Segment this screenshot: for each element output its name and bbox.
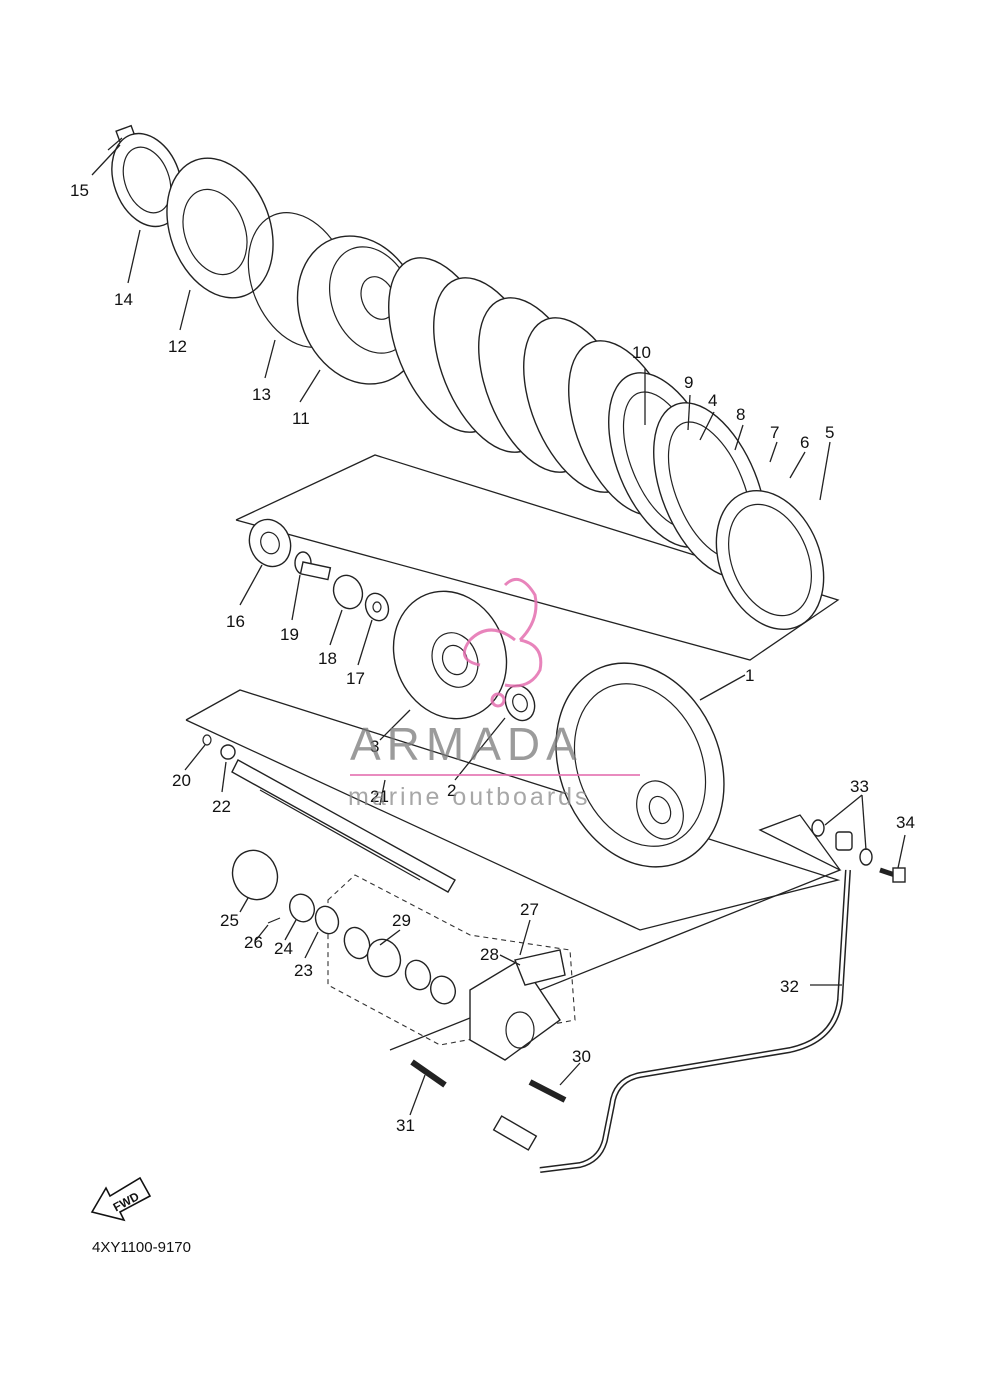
watermark-brand: ARMADA — [350, 718, 583, 770]
part-piston-kit-29 — [343, 926, 457, 1005]
callout-20: 20 — [172, 771, 191, 790]
upper-assembly-outline — [235, 454, 840, 661]
callout-32: 32 — [780, 977, 799, 996]
part-hose-end-fitting — [492, 1115, 538, 1151]
diagram-code: 4XY1100-9170 — [92, 1239, 191, 1256]
part-bracket-28 — [514, 949, 566, 986]
part-bearing-25 — [231, 849, 279, 901]
part-bearing-16 — [248, 518, 292, 568]
callout-5: 5 — [825, 423, 834, 442]
part-ball-22 — [220, 744, 236, 760]
part-plate-14 — [111, 132, 183, 228]
part-pusher-19 — [294, 551, 332, 581]
callout-24: 24 — [274, 939, 293, 958]
callout-19: 19 — [280, 625, 299, 644]
callout-14: 14 — [114, 290, 133, 309]
callout-12: 12 — [168, 337, 187, 356]
callout-2: 2 — [447, 781, 456, 800]
brand-logo-icon — [462, 577, 543, 708]
clutch-plate-stack — [388, 257, 825, 631]
callout-6: 6 — [800, 433, 809, 452]
part-bolt-31 — [410, 1059, 447, 1088]
part-washer-23 — [314, 905, 340, 935]
part-hose-32-core — [539, 869, 850, 1172]
callout-10: 10 — [632, 343, 651, 362]
callout-13: 13 — [252, 385, 271, 404]
callout-16: 16 — [226, 612, 245, 631]
callout-8: 8 — [736, 405, 745, 424]
callout-17: 17 — [346, 669, 365, 688]
fwd-arrow: FWD — [90, 1176, 152, 1222]
callout-33: 33 — [850, 777, 869, 796]
callout-34: 34 — [896, 813, 915, 832]
part-plate-12 — [166, 157, 274, 299]
part-release-cylinder-27 — [469, 959, 561, 1061]
part-gear-1 — [555, 662, 725, 868]
callout-22: 22 — [212, 797, 231, 816]
lower-assembly-outline — [185, 689, 841, 931]
callout-1: 1 — [745, 666, 754, 685]
part-circlip-20 — [202, 734, 212, 746]
leader-lines — [91, 144, 906, 1116]
callout-31: 31 — [396, 1116, 415, 1135]
callout-7: 7 — [770, 423, 779, 442]
callout-28: 28 — [480, 945, 499, 964]
part-bolt-30 — [528, 1079, 567, 1103]
part-bolt-34 — [879, 867, 906, 883]
callout-15: 15 — [70, 181, 89, 200]
callout-25: 25 — [220, 911, 239, 930]
parts-drawing — [107, 124, 906, 1173]
part-nut-18 — [332, 574, 364, 610]
part-boss-3 — [392, 590, 508, 720]
callout-27: 27 — [520, 900, 539, 919]
callout-3: 3 — [370, 737, 379, 756]
callout-4: 4 — [708, 391, 717, 410]
callout-9: 9 — [684, 373, 693, 392]
part-housing-11 — [296, 235, 424, 385]
callout-30: 30 — [572, 1047, 591, 1066]
callout-26: 26 — [244, 933, 263, 952]
part-push-rod-21 — [231, 759, 456, 893]
callout-21: 21 — [370, 787, 389, 806]
callout-18: 18 — [318, 649, 337, 668]
part-washer-17 — [364, 592, 390, 622]
callout-29: 29 — [392, 911, 411, 930]
part-pin-26 — [267, 917, 281, 924]
part-seal-24 — [288, 893, 316, 923]
watermark: ARMADA marine outboards — [348, 577, 640, 811]
callout-11: 11 — [292, 409, 310, 428]
part-union-33 — [811, 819, 873, 866]
watermark-subtitle: marine outboards — [348, 783, 591, 811]
callout-23: 23 — [294, 961, 313, 980]
callout-labels: 15 14 12 13 11 10 9 4 8 7 6 5 16 19 18 1… — [70, 181, 915, 1135]
release-cylinder-outline — [327, 874, 576, 1046]
part-hose-32 — [539, 869, 851, 1173]
